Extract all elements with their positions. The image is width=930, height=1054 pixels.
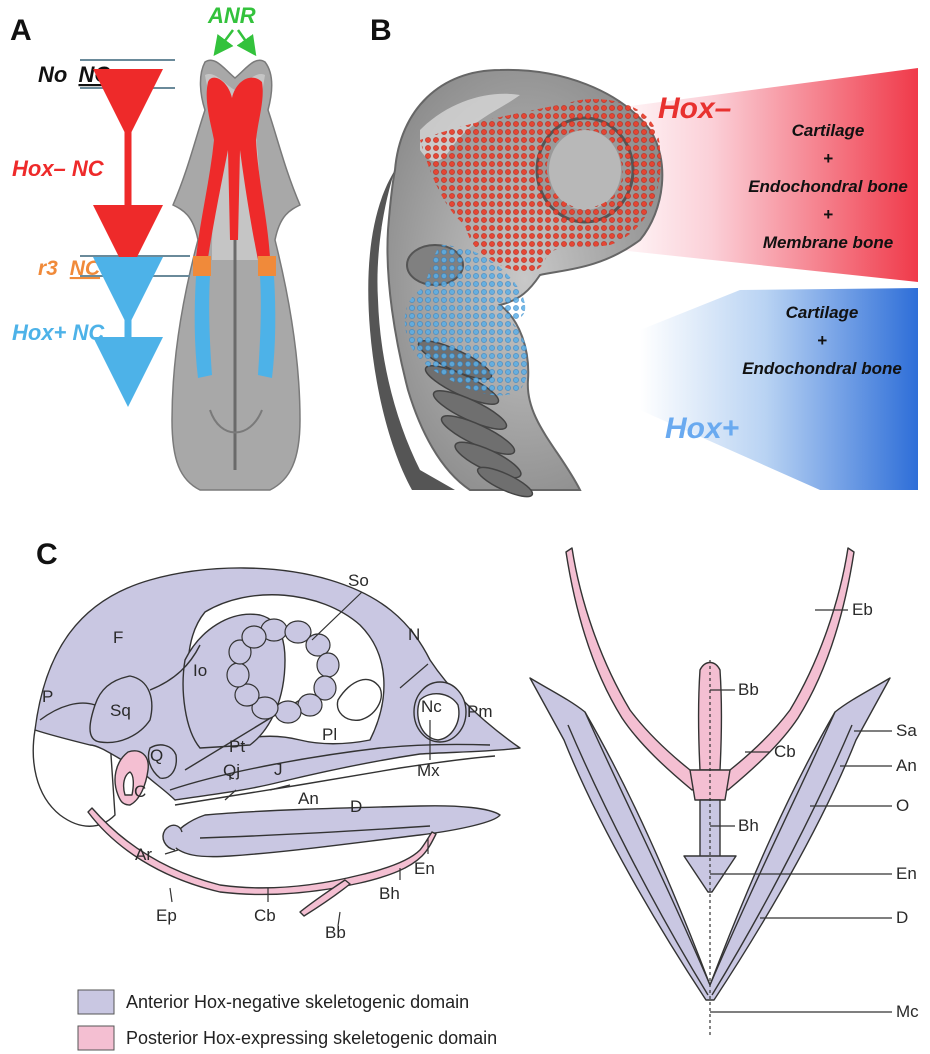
jaw-label-bh: Bh — [738, 816, 759, 835]
skull-label-q: Q — [150, 746, 163, 765]
hox-positive-tissue-1: Cartilage — [786, 303, 859, 322]
skull-label-an: An — [298, 789, 319, 808]
hox-negative-tissue-4: + — [823, 205, 833, 224]
jaw-label-an: An — [896, 756, 917, 775]
anr-arrow-left — [218, 30, 233, 50]
skull-label-ep: Ep — [156, 906, 177, 925]
anr-arrow-right — [238, 30, 252, 50]
hox-positive-tissue-2: + — [817, 331, 827, 350]
r3-nc-band-left — [193, 256, 211, 276]
no-nc-label: No NC — [38, 62, 111, 87]
skull-label-ar: Ar — [135, 845, 152, 864]
panel-b-label: B — [370, 14, 392, 47]
legend-swatch-hox-positive — [78, 1026, 114, 1050]
hox-negative-tissue-5: Membrane bone — [763, 233, 893, 252]
jaw-label-mc: Mc — [896, 1002, 919, 1021]
jaw-labels: Eb Bb Cb Bh Sa An O En D Mc — [738, 600, 919, 1021]
legend: Anterior Hox-negative skeletogenic domai… — [78, 990, 497, 1050]
skull-label-nc: Nc — [421, 697, 442, 716]
panel-a-label: A — [10, 14, 32, 47]
skull-label-mx: Mx — [417, 761, 440, 780]
hox-negative-tissue-1: Cartilage — [792, 121, 865, 140]
jaw-label-eb: Eb — [852, 600, 873, 619]
skull-label-bh: Bh — [379, 884, 400, 903]
skull-label-pm: Pm — [467, 702, 493, 721]
r3-nc-label: r3 NC — [38, 257, 101, 280]
legend-label-hox-positive: Posterior Hox-expressing skeletogenic do… — [126, 1028, 497, 1048]
jaw-label-o: O — [896, 796, 909, 815]
skull-label-sq: Sq — [110, 701, 131, 720]
hox-positive-tissue-3: Endochondral bone — [742, 359, 902, 378]
skull-label-bb: Bb — [325, 923, 346, 942]
jaw-label-en: En — [896, 864, 917, 883]
skull-label-en: En — [414, 859, 435, 878]
jaw-label-sa: Sa — [896, 721, 917, 740]
jaw-label-cb: Cb — [774, 742, 796, 761]
skull-label-j: J — [274, 760, 283, 779]
skull-label-qj: Qj — [223, 761, 240, 780]
legend-swatch-hox-negative — [78, 990, 114, 1014]
r3-nc-band-right — [258, 256, 276, 276]
hox-negative-title: Hox– — [658, 92, 731, 125]
skull-label-c: C — [134, 782, 146, 801]
hox-negative-nc-label: Hox– NC — [12, 156, 105, 181]
skull-label-f: F — [113, 628, 123, 647]
hox-negative-tissue-3: Endochondral bone — [748, 177, 908, 196]
anr-label: ANR — [207, 3, 256, 28]
jaw-label-bb: Bb — [738, 680, 759, 699]
skull-label-d: D — [350, 797, 362, 816]
hox-negative-tissue-2: + — [823, 149, 833, 168]
skull-label-io: Io — [193, 661, 207, 680]
legend-label-hox-negative: Anterior Hox-negative skeletogenic domai… — [126, 992, 469, 1012]
jaw-label-d: D — [896, 908, 908, 927]
skull-label-pt: Pt — [229, 737, 245, 756]
hox-positive-title: Hox+ — [665, 412, 739, 445]
skull-label-n: N — [408, 625, 420, 644]
skull-label-p: P — [42, 687, 53, 706]
skull-label-pl: Pl — [322, 725, 337, 744]
hox-positive-wedge — [640, 288, 918, 490]
panel-c-label: C — [36, 538, 58, 571]
skull-label-so: So — [348, 571, 369, 590]
skull-label-cb: Cb — [254, 906, 276, 925]
hox-positive-nc-label: Hox+ NC — [12, 320, 105, 345]
bird-skull — [33, 568, 520, 916]
